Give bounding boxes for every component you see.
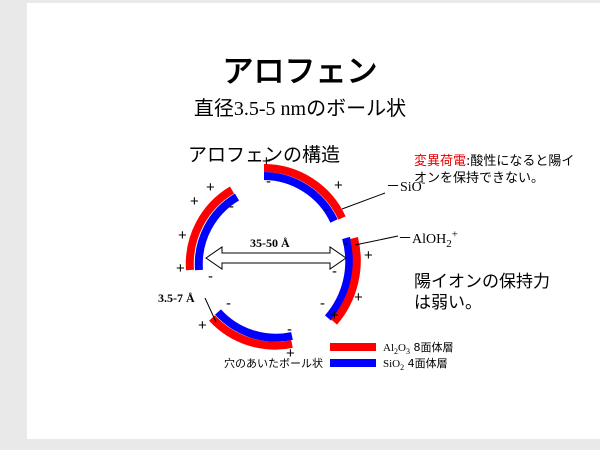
plus-sign: + bbox=[206, 179, 215, 196]
aloh-label-text: －AlOH bbox=[398, 232, 447, 247]
legend-octahedral-text: 8面体層 bbox=[409, 341, 454, 354]
cation-retention-text: 陽イオンの保持力は弱い。 bbox=[414, 272, 550, 313]
plus-sign: + bbox=[286, 345, 295, 362]
plus-sign: + bbox=[364, 247, 373, 264]
variable-charge-note: 変異荷電:酸性になると陽イオンを保持できない。 bbox=[414, 153, 584, 187]
plus-sign: + bbox=[198, 317, 207, 334]
hole-ball-label: 穴のあいたボール状 bbox=[224, 357, 323, 370]
plus-sign: + bbox=[190, 193, 199, 210]
subtitle-suffix: のボール状 bbox=[306, 96, 407, 120]
sio-label-charge: - bbox=[421, 176, 426, 189]
legend-octahedral-swatch bbox=[330, 343, 376, 351]
wall-thickness-label: 3.5-7 Å bbox=[158, 291, 195, 305]
sio-label: －SiO- bbox=[386, 176, 425, 196]
minus-sign: - bbox=[320, 295, 325, 312]
plus-sign: + bbox=[178, 227, 187, 244]
structure-heading: アロフェンの構造 bbox=[188, 144, 341, 166]
minus-sign: - bbox=[266, 173, 271, 190]
variable-charge-label: 変異荷電 bbox=[414, 154, 467, 169]
plus-sign: + bbox=[330, 307, 339, 324]
sio-pointer-line bbox=[341, 192, 386, 210]
slide bbox=[27, 3, 600, 439]
legend-sio-text: SiO bbox=[383, 358, 401, 370]
variable-charge-text: :酸性になると陽イオンを保持できない。 bbox=[414, 154, 575, 186]
arc-segment-right bbox=[324, 236, 361, 325]
plus-sign: + bbox=[354, 289, 363, 306]
sio-label-text: －SiO bbox=[386, 180, 422, 195]
charge-signs: + + - - + + - + + - - + - + - + - + - + bbox=[176, 153, 373, 362]
aloh-label: －AlOH2+ bbox=[398, 228, 458, 250]
legend-al-subscript: 2 bbox=[394, 347, 398, 357]
diameter-label: 35-50 Å bbox=[250, 236, 290, 250]
arc-segment-left bbox=[185, 186, 240, 271]
minus-sign: - bbox=[324, 201, 329, 218]
subtitle-size: 3.5-5 nm bbox=[233, 98, 307, 120]
minus-sign: - bbox=[229, 198, 234, 215]
aloh-label-subscript: 2 bbox=[446, 237, 452, 250]
arc-segment-top-right bbox=[263, 164, 346, 223]
legend-tetrahedral-swatch bbox=[330, 359, 376, 367]
aloh-pointer-line bbox=[354, 235, 399, 246]
slide-title: アロフェン bbox=[222, 54, 378, 90]
diameter-arrow bbox=[205, 246, 347, 270]
legend-tetrahedral-text: 4面体層 bbox=[404, 357, 448, 370]
minus-sign: - bbox=[332, 263, 337, 280]
minus-sign: - bbox=[343, 235, 348, 252]
legend-o-text: O bbox=[398, 342, 406, 354]
minus-sign: - bbox=[208, 268, 213, 285]
legend-o-subscript: 3 bbox=[405, 347, 410, 357]
minus-sign: - bbox=[287, 321, 292, 338]
aloh-label-charge: + bbox=[451, 228, 458, 241]
plus-sign: + bbox=[334, 177, 343, 194]
wall-thickness-line bbox=[204, 297, 217, 323]
legend-al-text: Al bbox=[383, 342, 394, 354]
plus-sign: + bbox=[176, 260, 185, 277]
legend-tetrahedral-label: SiO2 4面体層 bbox=[383, 355, 448, 372]
slide-subtitle: 直径3.5-5 nmのボール状 bbox=[0, 92, 600, 121]
subtitle-prefix: 直径 bbox=[193, 96, 234, 120]
legend-sio-subscript: 2 bbox=[400, 363, 405, 373]
arc-segment-bottom bbox=[209, 309, 293, 350]
legend-octahedral-label: Al2O3 8面体層 bbox=[383, 339, 453, 356]
minus-sign: - bbox=[226, 295, 231, 312]
plus-sign: + bbox=[262, 153, 271, 170]
